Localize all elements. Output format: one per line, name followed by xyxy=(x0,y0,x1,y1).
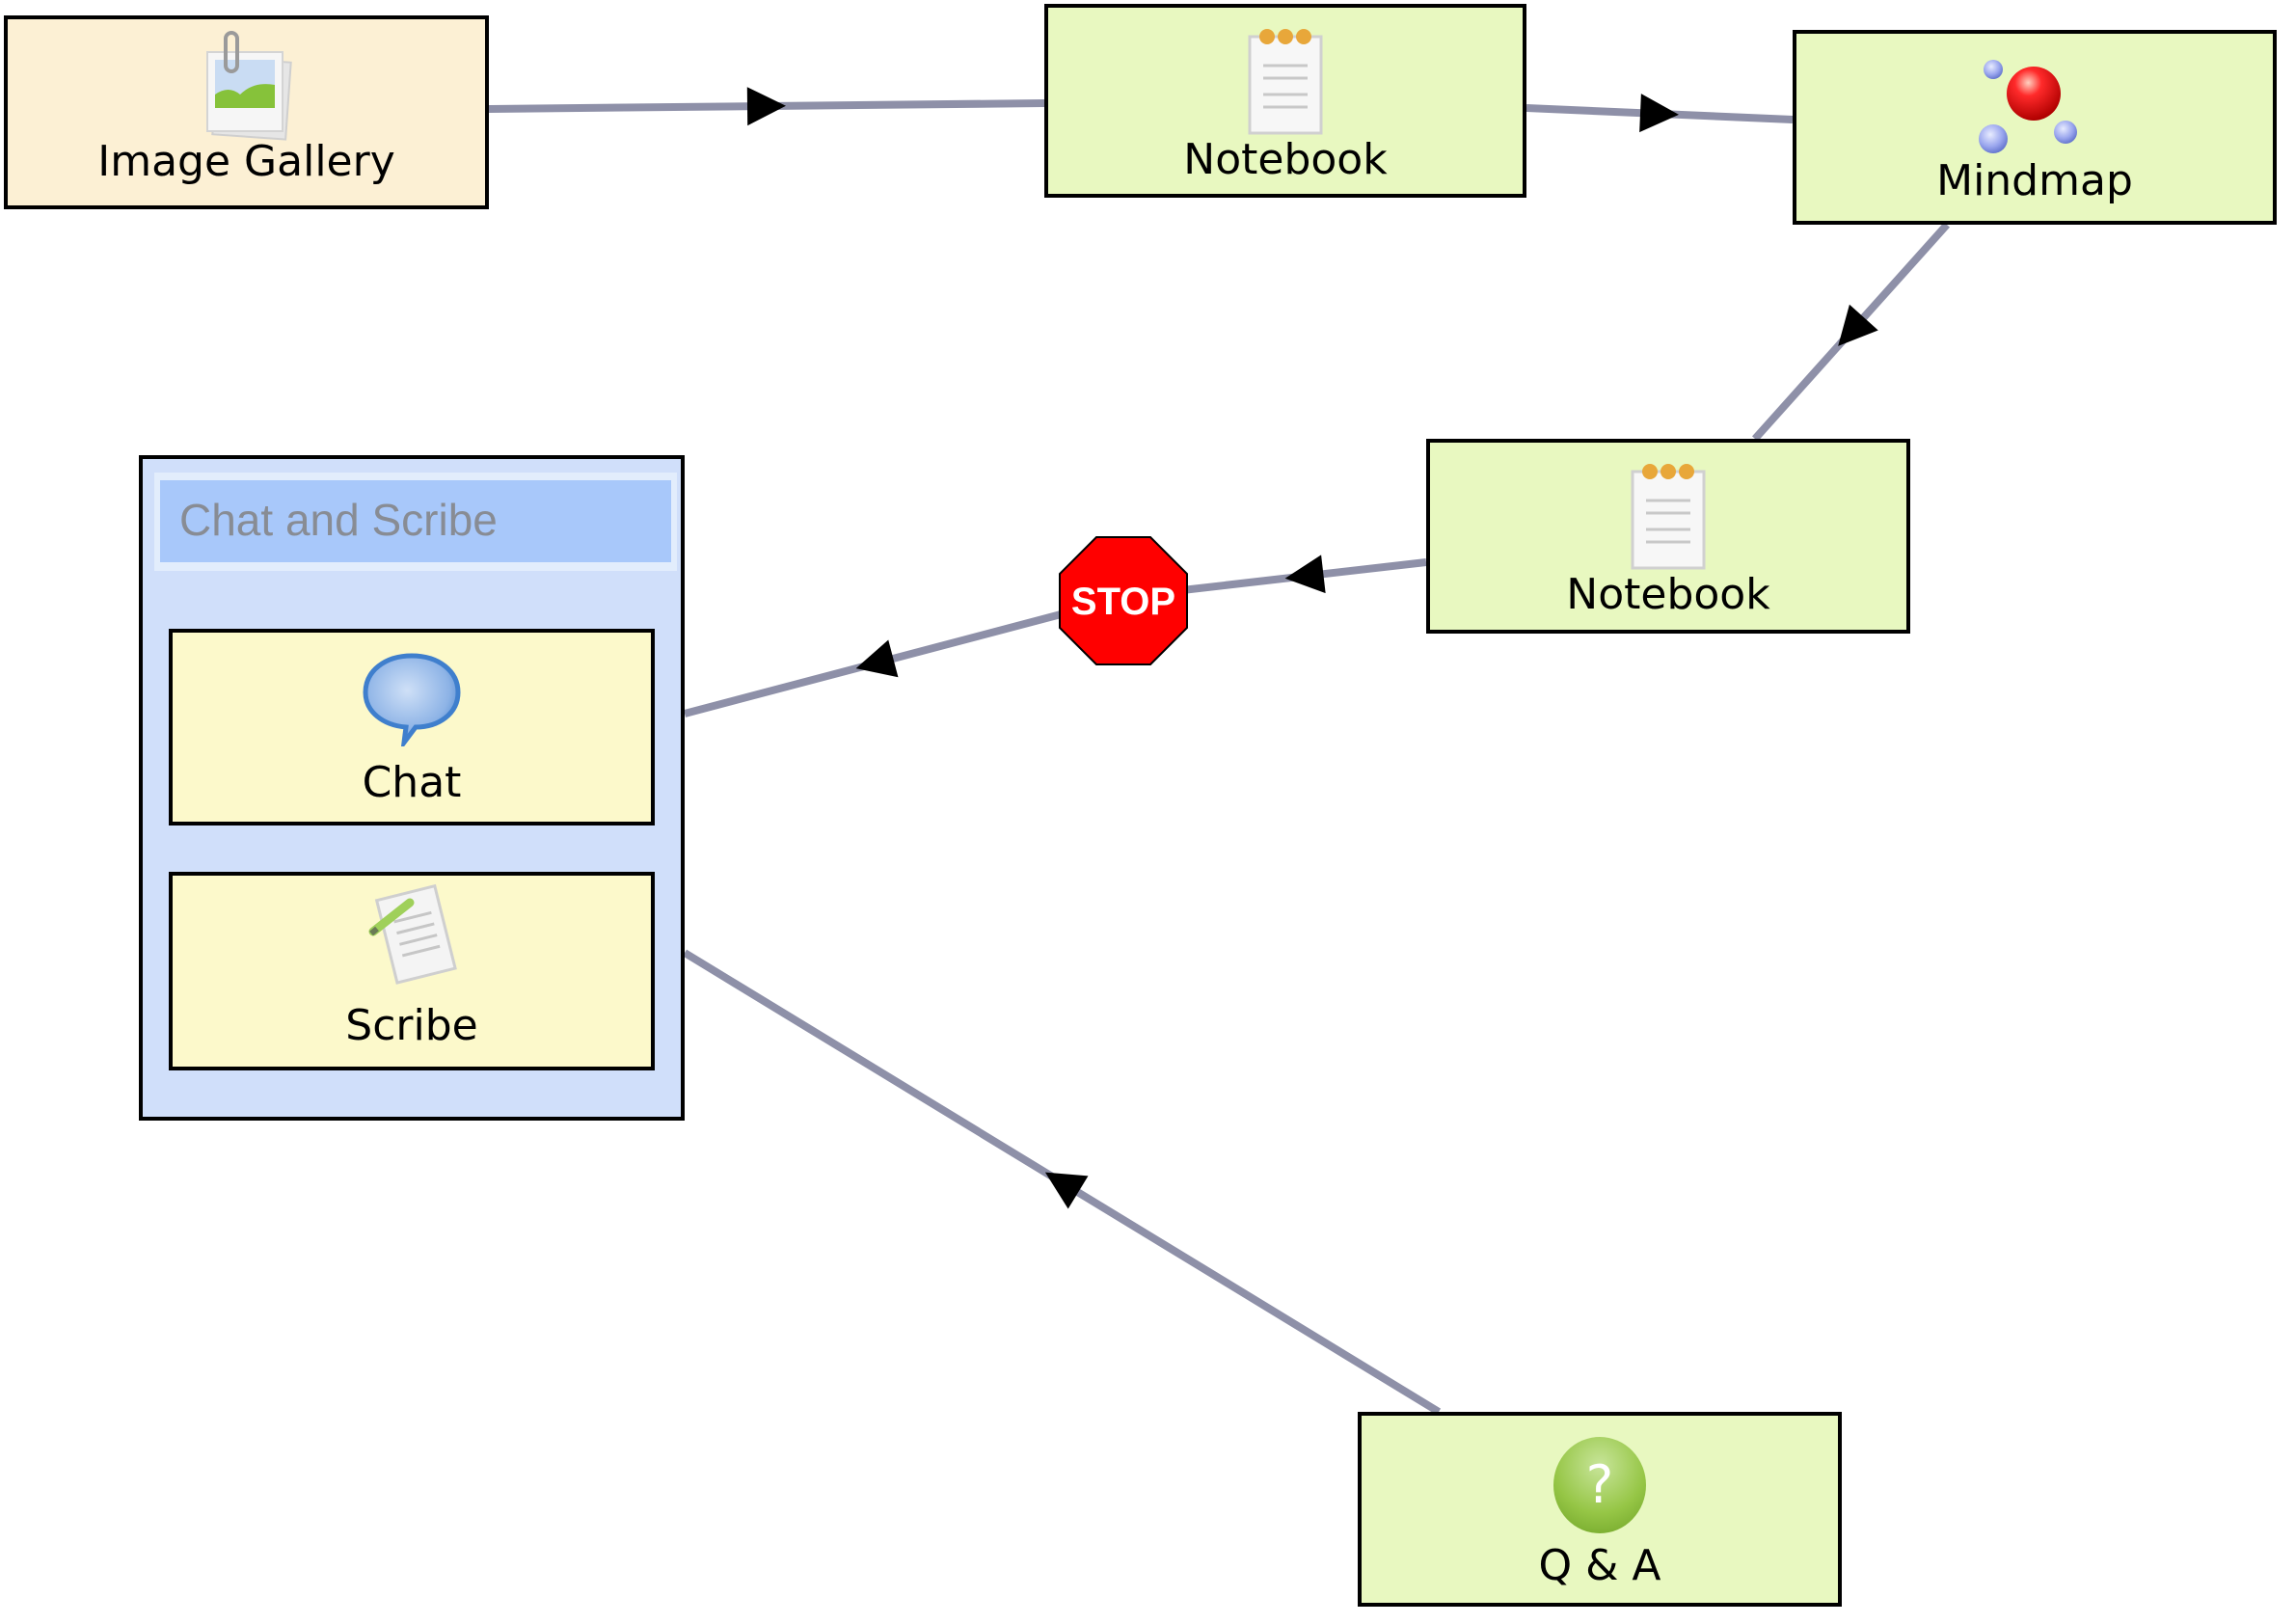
node-notebook-2[interactable]: Notebook xyxy=(1426,439,1910,634)
node-image-gallery[interactable]: Image Gallery xyxy=(4,15,489,209)
node-mindmap[interactable]: Mindmap xyxy=(1793,30,2277,225)
node-chat[interactable]: Chat xyxy=(169,629,655,826)
node-label: Image Gallery xyxy=(97,137,395,186)
node-scribe[interactable]: Scribe xyxy=(169,872,655,1070)
node-label: Notebook xyxy=(1566,570,1770,619)
mindmap-icon xyxy=(1979,60,2077,153)
arrowhead-icon xyxy=(1639,94,1679,133)
arrowhead-icon xyxy=(1284,555,1326,594)
chat-bubble-icon xyxy=(363,653,461,746)
node-label: Chat xyxy=(362,758,462,807)
question-icon: ? xyxy=(1553,1437,1646,1533)
image-gallery-icon xyxy=(205,31,292,141)
stop-label: STOP xyxy=(1071,581,1175,623)
notebook-icon xyxy=(1248,29,1323,135)
node-qa[interactable]: ? Q & A xyxy=(1358,1412,1842,1607)
group-title: Chat and Scribe xyxy=(179,495,498,545)
arrowhead-icon xyxy=(1044,1172,1089,1209)
arrowhead-icon xyxy=(1838,304,1878,346)
node-notebook-1[interactable]: Notebook xyxy=(1044,4,1526,198)
node-label: Mindmap xyxy=(1936,156,2133,205)
group-header[interactable] xyxy=(160,480,671,562)
notebook-icon xyxy=(1631,464,1706,570)
svg-text:?: ? xyxy=(1586,1454,1614,1515)
node-label: Scribe xyxy=(345,1001,478,1050)
node-label: Notebook xyxy=(1183,135,1388,184)
arrowhead-icon xyxy=(855,639,899,678)
stop-sign-icon xyxy=(1059,536,1188,665)
arrowhead-icon xyxy=(746,87,786,126)
stop-gate[interactable]: STOP xyxy=(1059,536,1188,665)
node-label: Q & A xyxy=(1538,1541,1661,1590)
group-chat-and-scribe[interactable]: Chat and Scribe Chat xyxy=(139,455,685,1121)
scribe-icon xyxy=(368,883,457,985)
